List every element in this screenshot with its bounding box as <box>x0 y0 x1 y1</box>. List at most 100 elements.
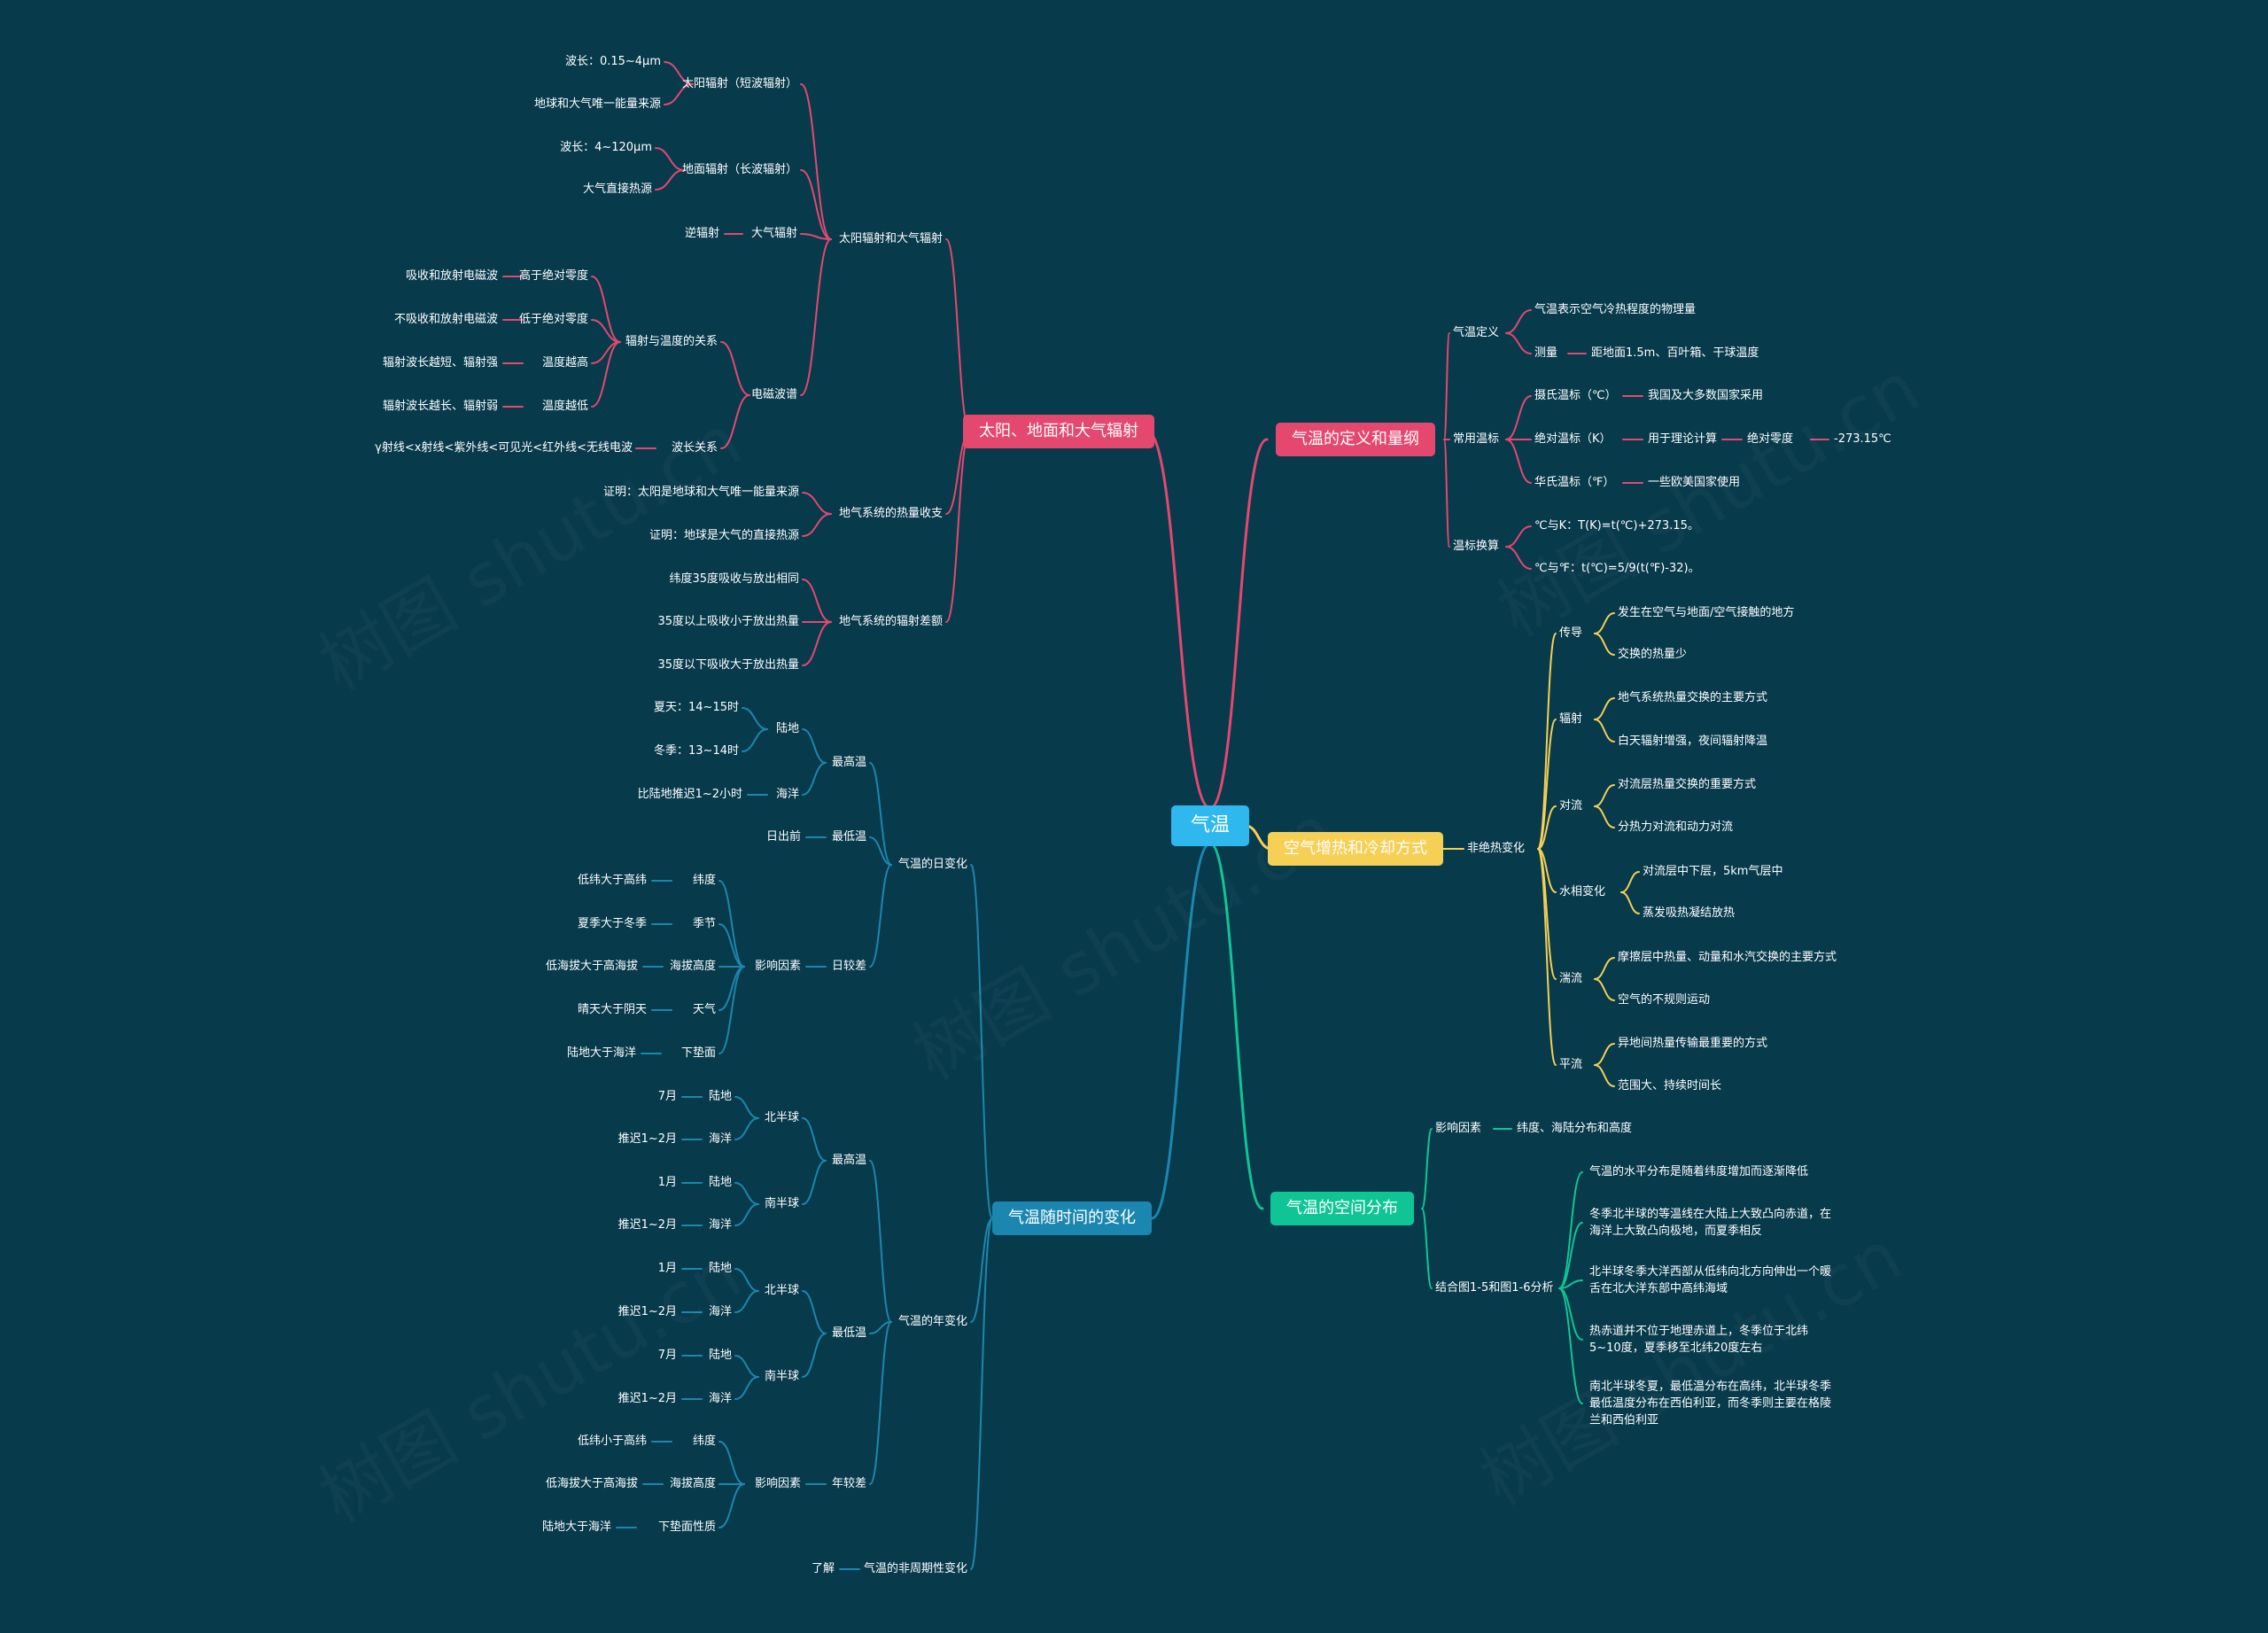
node-d2c1[interactable]: 一些欧美国家使用 <box>1648 476 1741 489</box>
node-y1b[interactable]: 辐射 <box>1559 712 1583 726</box>
node-n6b1[interactable]: 不吸收和放射电磁波 <box>393 313 498 326</box>
node-b1c1[interactable]: 影响因素 <box>754 960 801 973</box>
node-b1c1b[interactable]: 季节 <box>692 917 716 930</box>
root-node[interactable]: 气温 <box>1170 805 1250 846</box>
node-n7[interactable]: 波长关系 <box>671 441 718 455</box>
node-y1b2[interactable]: 白天辐射增强，夜间辐射降温 <box>1618 735 1768 748</box>
branch-3[interactable]: 空气增热和冷却方式 <box>1268 832 1443 866</box>
node-y1b1[interactable]: 地气系统热量交换的主要方式 <box>1618 691 1768 704</box>
node-b1c1c[interactable]: 海拔高度 <box>669 960 716 973</box>
node-y1d1[interactable]: 对流层中下层，5km气层中 <box>1643 865 1783 878</box>
node-y1f1[interactable]: 异地间热量传输最重要的方式 <box>1618 1037 1768 1050</box>
branch-2[interactable]: 气温的定义和量纲 <box>1276 423 1435 456</box>
node-d1b[interactable]: 测量 <box>1534 346 1558 360</box>
node-y1[interactable]: 非绝热变化 <box>1467 842 1526 855</box>
node-y1f2[interactable]: 范围大、持续时间长 <box>1618 1079 1722 1093</box>
node-b1a1[interactable]: 陆地 <box>775 722 799 735</box>
node-n6a[interactable]: 高于绝对零度 <box>518 269 588 283</box>
node-b2a2b1[interactable]: 推迟1~2月 <box>617 1218 677 1232</box>
node-n6c1[interactable]: 辐射波长越短、辐射强 <box>382 356 498 369</box>
node-b2b1b1[interactable]: 推迟1~2月 <box>617 1305 677 1318</box>
node-d2c[interactable]: 华氏温标（℉） <box>1534 476 1615 489</box>
node-t2b[interactable]: 冬季北半球的等温线在大陆上大致凸向赤道，在海洋上大致凸向极地，而夏季相反 <box>1589 1208 1832 1238</box>
node-b1c1a[interactable]: 纬度 <box>692 874 716 887</box>
node-d2a[interactable]: 摄氏温标（℃） <box>1534 389 1617 402</box>
node-b2a2a[interactable]: 陆地 <box>708 1176 732 1189</box>
node-n2[interactable]: 地面辐射（长波辐射） <box>681 163 797 176</box>
node-n1b[interactable]: 地球和大气唯一能量来源 <box>533 97 661 111</box>
node-b2a1b1[interactable]: 推迟1~2月 <box>617 1132 677 1146</box>
node-b1c1a1[interactable]: 低纬大于高纬 <box>577 874 647 887</box>
node-b1c[interactable]: 日较差 <box>831 960 866 973</box>
node-y1d2[interactable]: 蒸发吸热凝结放热 <box>1643 906 1736 920</box>
node-b2b1a[interactable]: 陆地 <box>708 1262 732 1275</box>
node-b2c1c[interactable]: 下垫面性质 <box>657 1520 716 1534</box>
node-n9[interactable]: 地气系统的辐射差额 <box>838 615 943 628</box>
node-b2c1b[interactable]: 海拔高度 <box>669 1477 716 1490</box>
node-y1c[interactable]: 对流 <box>1559 799 1583 813</box>
node-t1a[interactable]: 纬度、海陆分布和高度 <box>1517 1122 1633 1135</box>
node-b2c1[interactable]: 影响因素 <box>754 1477 801 1490</box>
node-n1a[interactable]: 波长：0.15~4μm <box>564 55 661 68</box>
node-d1a[interactable]: 气温表示空气冷热程度的物理量 <box>1534 303 1697 316</box>
node-b2a2a1[interactable]: 1月 <box>657 1176 677 1189</box>
node-n5[interactable]: 电磁波谱 <box>750 388 797 401</box>
node-b3a[interactable]: 了解 <box>811 1562 835 1575</box>
node-n6a1[interactable]: 吸收和放射电磁波 <box>405 269 498 283</box>
node-b1c1c1[interactable]: 低海拔大于高海拔 <box>545 960 638 973</box>
node-t2a[interactable]: 气温的水平分布是随着纬度增加而逐渐降低 <box>1589 1165 1809 1178</box>
node-d2[interactable]: 常用温标 <box>1453 432 1500 446</box>
node-b1c1d[interactable]: 天气 <box>692 1003 716 1016</box>
node-y1c1[interactable]: 对流层热量交换的重要方式 <box>1618 778 1757 791</box>
branch-1[interactable]: 太阳、地面和大气辐射 <box>963 415 1154 448</box>
node-b2b2b[interactable]: 海洋 <box>708 1392 732 1405</box>
node-y1a1[interactable]: 发生在空气与地面/空气接触的地方 <box>1618 606 1795 619</box>
node-b1[interactable]: 气温的日变化 <box>897 858 967 871</box>
node-n1[interactable]: 太阳辐射（短波辐射） <box>681 77 797 90</box>
node-b1c1d1[interactable]: 晴天大于阴天 <box>577 1003 647 1016</box>
node-n3a[interactable]: 逆辐射 <box>684 227 719 240</box>
node-b1c1b1[interactable]: 夏季大于冬季 <box>577 917 647 930</box>
node-b1a[interactable]: 最高温 <box>831 756 866 769</box>
node-t2d[interactable]: 热赤道并不位于地理赤道上，冬季位于北纬5~10度，夏季移至北纬20度左右 <box>1589 1325 1809 1355</box>
node-b2a2b[interactable]: 海洋 <box>708 1218 732 1232</box>
node-b3[interactable]: 气温的非周期性变化 <box>863 1562 967 1575</box>
node-b2a1a1[interactable]: 7月 <box>657 1090 677 1103</box>
node-d3[interactable]: 温标换算 <box>1453 540 1500 553</box>
node-b2b2a[interactable]: 陆地 <box>708 1349 732 1362</box>
node-n8b[interactable]: 证明：地球是大气的直接热源 <box>649 529 799 542</box>
node-b2c1b1[interactable]: 低海拔大于高海拔 <box>545 1477 638 1490</box>
node-b2c1a[interactable]: 纬度 <box>692 1435 716 1448</box>
node-y1e[interactable]: 湍流 <box>1559 972 1583 985</box>
node-n2b[interactable]: 大气直接热源 <box>582 183 652 196</box>
node-b2a2[interactable]: 南半球 <box>764 1197 799 1210</box>
node-b2a1a[interactable]: 陆地 <box>708 1090 732 1103</box>
node-b2c[interactable]: 年较差 <box>831 1477 866 1490</box>
node-b1b1[interactable]: 日出前 <box>765 830 801 844</box>
node-n8[interactable]: 地气系统的热量收支 <box>838 507 943 520</box>
node-d2b3[interactable]: -273.15℃ <box>1834 432 1891 446</box>
node-b2c1a1[interactable]: 低纬小于高纬 <box>577 1435 647 1448</box>
node-n2a[interactable]: 波长：4~120μm <box>560 141 652 154</box>
node-b2c1c1[interactable]: 陆地大于海洋 <box>541 1520 611 1534</box>
node-b2a1[interactable]: 北半球 <box>764 1111 799 1124</box>
node-b2b1[interactable]: 北半球 <box>764 1284 799 1297</box>
node-t2[interactable]: 结合图1-5和图1-6分析 <box>1435 1281 1554 1295</box>
node-n6d1[interactable]: 辐射波长越长、辐射弱 <box>382 400 498 413</box>
node-n6d[interactable]: 温度越低 <box>541 400 588 413</box>
node-n9a[interactable]: 纬度35度吸收与放出相同 <box>669 572 799 586</box>
node-b2a1b[interactable]: 海洋 <box>708 1132 732 1146</box>
node-n9c[interactable]: 35度以下吸收大于放出热量 <box>657 658 799 672</box>
node-b1a1b[interactable]: 冬季：13~14时 <box>654 744 739 758</box>
node-b1a2a[interactable]: 比陆地推迟1~2小时 <box>637 788 742 801</box>
node-t1[interactable]: 影响因素 <box>1435 1122 1482 1135</box>
node-y1d[interactable]: 水相变化 <box>1559 885 1606 898</box>
node-d1[interactable]: 气温定义 <box>1453 326 1500 339</box>
node-n3[interactable]: 大气辐射 <box>750 227 797 240</box>
node-b1a2[interactable]: 海洋 <box>775 788 799 801</box>
node-y1e2[interactable]: 空气的不规则运动 <box>1618 993 1711 1007</box>
node-b2a[interactable]: 最高温 <box>831 1154 866 1167</box>
node-d1b1[interactable]: 距地面1.5m、百叶箱、干球温度 <box>1591 346 1759 360</box>
node-y1a2[interactable]: 交换的热量少 <box>1618 648 1688 661</box>
